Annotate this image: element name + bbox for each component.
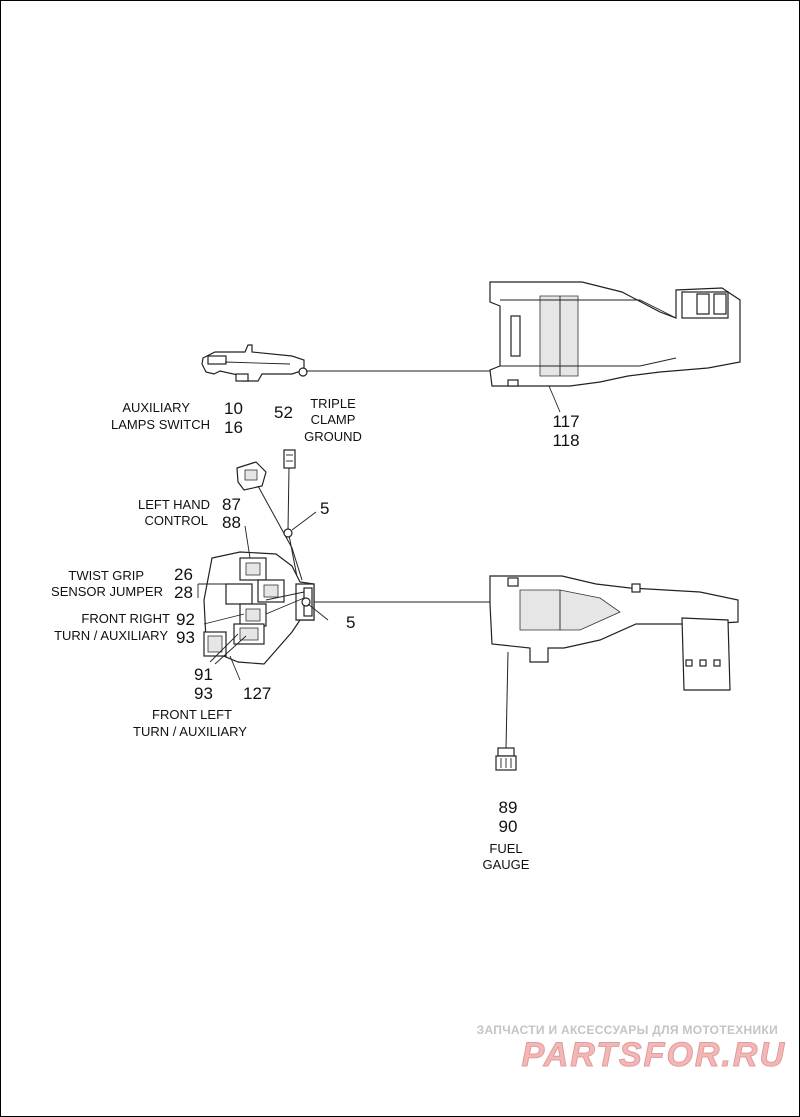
front-right-label-line2: TURN / AUXILIARY: [54, 628, 168, 643]
ground-label-line3: GROUND: [304, 429, 362, 444]
front-left-num-93: 93: [194, 684, 213, 703]
fuel-gauge-num-90: 90: [499, 817, 518, 836]
twist-grip-label-line2: SENSOR JUMPER: [51, 584, 163, 599]
bracket-num-127: 127: [243, 684, 271, 703]
front-right-label-line1: FRONT RIGHT: [81, 611, 170, 626]
twist-grip-connector: [225, 579, 285, 605]
left-hand-num-87: 87: [222, 495, 241, 514]
front-left-num-91: 91: [194, 665, 213, 684]
front-right-num-93: 93: [176, 628, 195, 647]
front-right-turn-connector: [239, 603, 267, 627]
ground-ring-num-lower: 5: [346, 613, 355, 632]
leader-117: [548, 385, 561, 413]
twist-grip-label-line1: TWIST GRIP: [68, 568, 144, 583]
aux-switch-num-10: 10: [224, 399, 243, 418]
left-hand-label-line1: LEFT HAND: [138, 497, 210, 512]
ground-num-52: 52: [274, 403, 293, 422]
front-left-label-line1: FRONT LEFT: [152, 707, 232, 722]
front-left-label-line2: TURN / AUXILIARY: [133, 724, 247, 739]
twist-grip-num-28: 28: [174, 583, 193, 602]
left-hand-control-connector: [239, 557, 267, 581]
left-hand-label-line2: CONTROL: [144, 513, 208, 528]
fuel-gauge-wire: [505, 651, 509, 749]
front-right-num-92: 92: [176, 610, 195, 629]
lower-right-housing: [489, 575, 739, 691]
upper-num-118: 118: [552, 431, 579, 450]
triple-clamp-ground-connector: [283, 449, 296, 469]
twist-grip-num-26: 26: [174, 565, 193, 584]
fuel-gauge-num-89: 89: [499, 798, 518, 817]
fuel-gauge-label-line1: FUEL: [489, 841, 522, 856]
watermark-tagline: ЗАПЧАСТИ И АКСЕССУАРЫ ДЛЯ МОТОТЕХНИКИ: [477, 1023, 778, 1037]
upper-num-117: 117: [552, 412, 579, 431]
upper-left-connector: [201, 344, 308, 382]
watermark-logo: PARTSFOR.RU: [522, 1036, 786, 1074]
upper-right-housing: [489, 281, 741, 387]
left-hand-num-88: 88: [222, 513, 241, 532]
ground-label-line1: TRIPLE: [310, 396, 356, 411]
ground-ring-upper: [283, 528, 293, 538]
aux-lamps-switch-connector: [236, 461, 267, 491]
aux-switch-wire: [257, 485, 303, 581]
aux-switch-num-16: 16: [224, 418, 243, 437]
aux-switch-label-line1: AUXILIARY: [122, 400, 190, 415]
fuel-gauge-label-line2: GAUGE: [483, 857, 530, 872]
ground-ring-num-upper: 5: [320, 499, 329, 518]
fuel-gauge-connector: [495, 747, 517, 771]
cluster-leaders: [197, 525, 329, 681]
ground-label-line2: CLAMP: [311, 412, 356, 427]
leader-5-upper: [291, 511, 317, 531]
aux-switch-label-line2: LAMPS SWITCH: [111, 417, 210, 432]
